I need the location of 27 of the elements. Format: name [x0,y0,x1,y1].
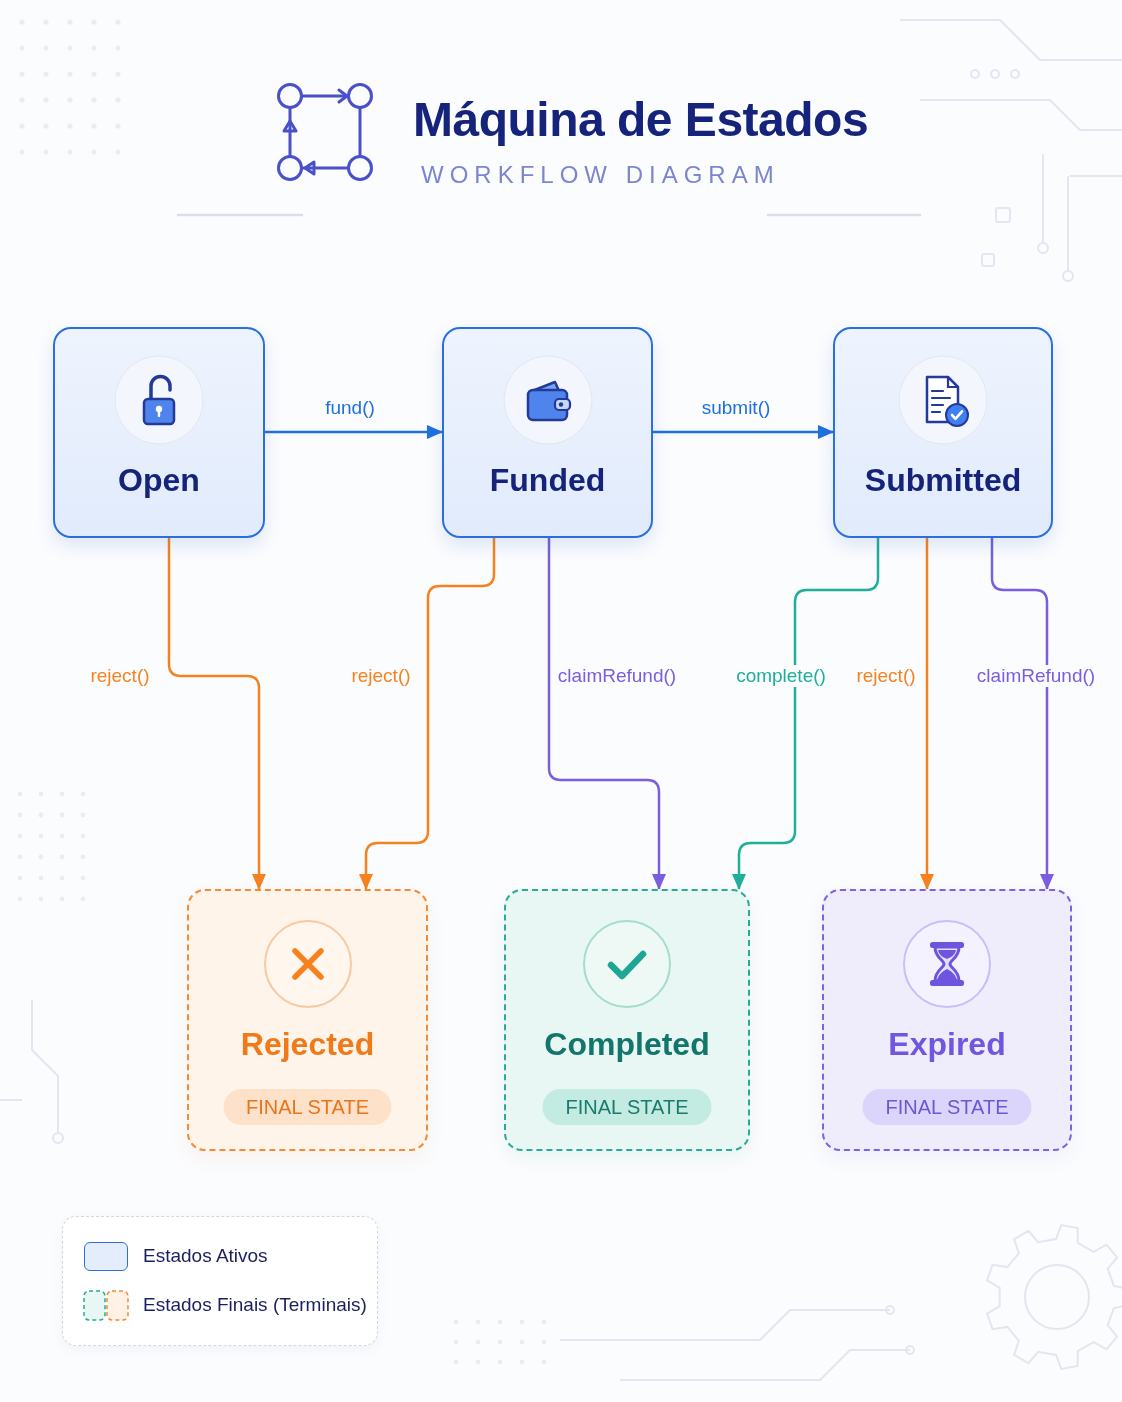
transition-arrow [265,425,443,439]
diagram-subtitle: WORKFLOW DIAGRAM [421,161,780,189]
legend-label: Estados Finais (Terminais) [143,1293,367,1317]
final-state-badge: FINAL STATE [223,1089,392,1125]
transition-arrow [920,538,934,890]
state-name: Expired [888,1025,1006,1063]
final-state-badge: FINAL STATE [862,1089,1032,1125]
legend-label: Estados Ativos [143,1244,268,1268]
state-name: Submitted [864,461,1022,499]
final-state-box [822,889,1072,1151]
state-box [53,327,265,538]
state-box [833,327,1053,538]
transition-arrow [167,538,266,890]
diagram-title: Máquina de Estados [413,92,869,148]
state-name: Completed [544,1025,710,1063]
transition-arrow [732,538,880,890]
final-state-box [504,889,750,1151]
transition-arrow [990,538,1054,890]
state-name: Open [118,461,200,499]
final-state-box [187,889,428,1151]
state-box [442,327,653,538]
state-name: Rejected [240,1025,375,1063]
final-state-badge: FINAL STATE [542,1089,712,1125]
transition-arrow [359,538,496,890]
transition-arrow [653,425,834,439]
state-name: Funded [489,461,606,499]
transition-arrow [547,538,666,890]
